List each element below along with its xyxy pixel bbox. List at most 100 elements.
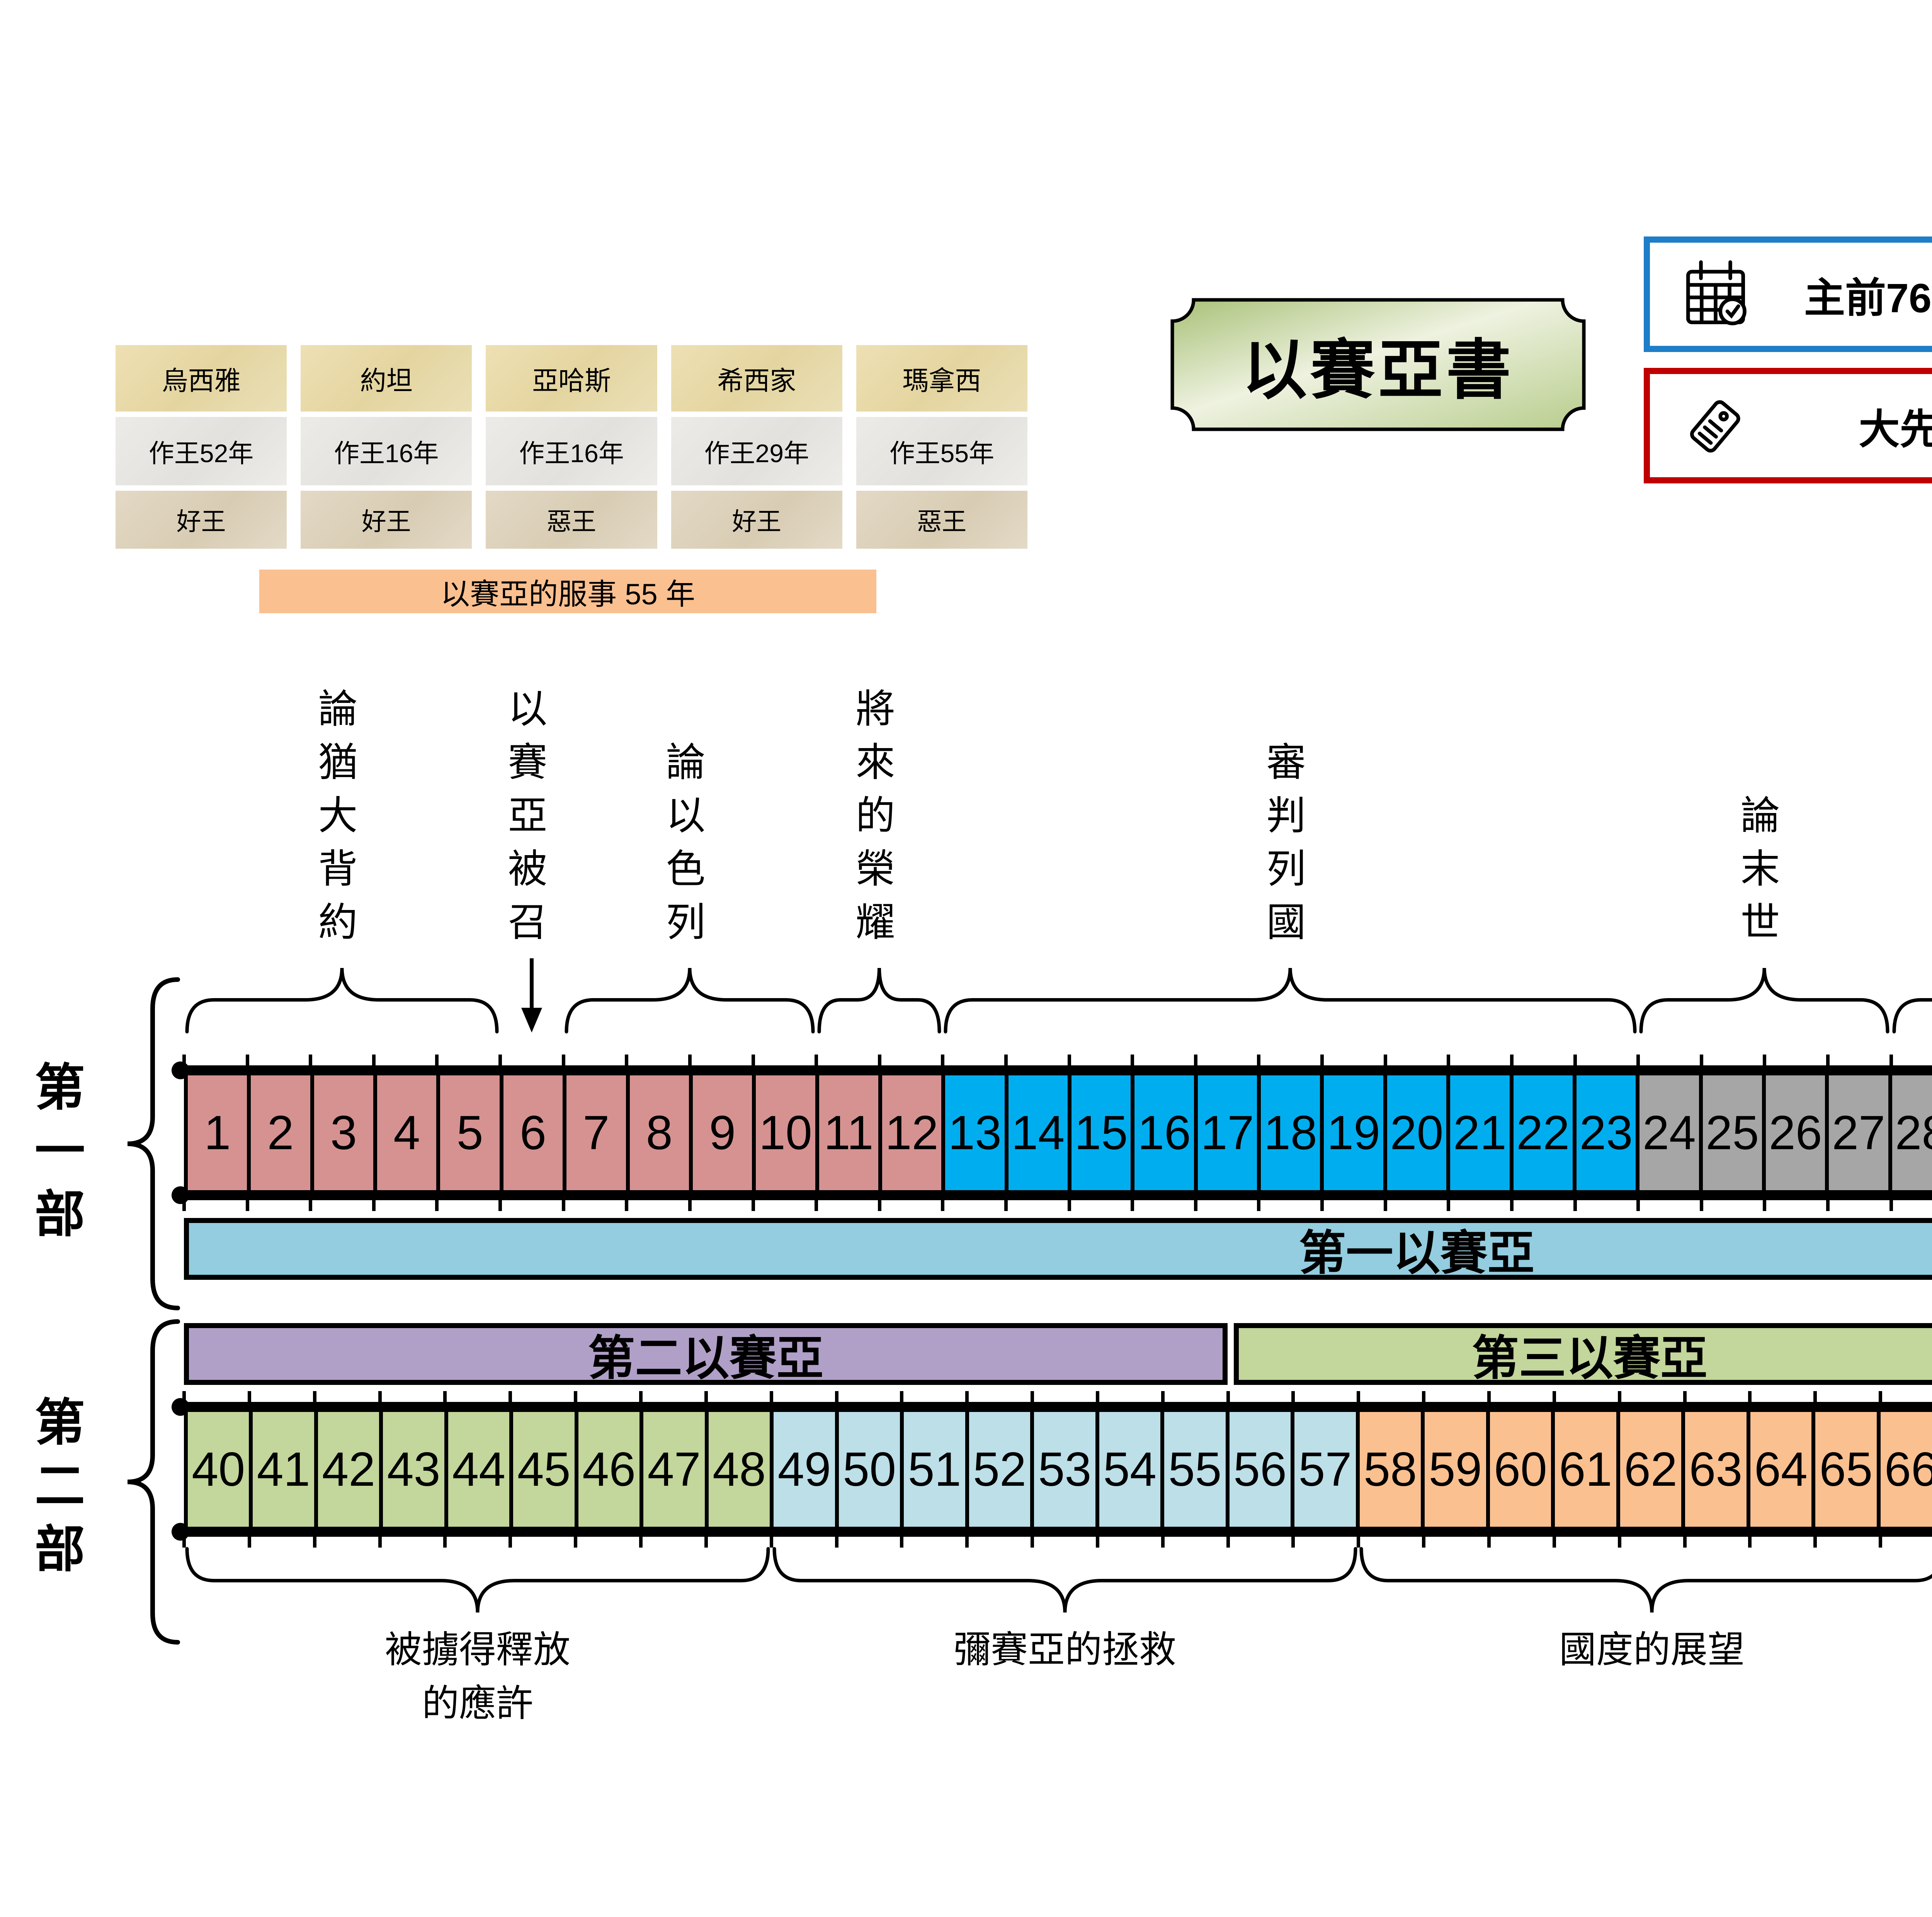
- ruler-tick: [182, 1055, 186, 1065]
- ruler-tick: [704, 1537, 708, 1548]
- ruler-tick: [815, 1200, 818, 1211]
- call-arrow-head: [521, 1008, 542, 1032]
- chapter-cell: 25: [1702, 1075, 1766, 1190]
- ruler-tick: [1257, 1200, 1261, 1211]
- section-brace: [185, 1547, 770, 1613]
- ruler-tick: [941, 1200, 945, 1211]
- chapter-cell: 46: [578, 1412, 644, 1527]
- section-label: 審判列國: [1261, 741, 1305, 954]
- ruler-tick: [965, 1537, 969, 1548]
- ruler-tick: [1194, 1055, 1197, 1065]
- chapter-cell: 66: [1880, 1412, 1932, 1527]
- king-name-cell: 約坦: [301, 345, 472, 412]
- ruler-tick: [751, 1200, 755, 1211]
- ruler-tick: [182, 1391, 186, 1402]
- ruler-tick: [1161, 1391, 1165, 1402]
- section-label: 彌賽亞的拯救: [954, 1629, 1176, 1670]
- ruler-tick: [965, 1391, 969, 1402]
- chapter-cell: 9: [692, 1075, 756, 1190]
- ruler-tick: [1879, 1391, 1883, 1402]
- ruler-tick: [1131, 1055, 1134, 1065]
- ruler-tick: [639, 1537, 643, 1548]
- chapter-cell: 18: [1261, 1075, 1324, 1190]
- ruler-tick: [1699, 1200, 1703, 1211]
- ruler-tick: [1573, 1200, 1577, 1211]
- calendar-icon: [1679, 254, 1752, 335]
- ruler-tick: [245, 1200, 249, 1211]
- ruler-tick: [245, 1055, 249, 1065]
- ruler-tick: [1422, 1537, 1426, 1548]
- ruler-tick: [247, 1391, 251, 1402]
- part-two-label: 第二部: [27, 1396, 84, 1586]
- ruler-tick: [1552, 1537, 1556, 1548]
- chapter-cell: 48: [708, 1412, 774, 1527]
- chapter-cell: 54: [1099, 1412, 1165, 1527]
- ruler-tick: [1031, 1537, 1034, 1548]
- ruler-tick: [625, 1200, 629, 1211]
- ruler-tick: [1291, 1537, 1295, 1548]
- isaiah-service-bar: 以賽亞的服事 55 年: [259, 570, 876, 613]
- chapter-cell: 41: [253, 1412, 318, 1527]
- ruler-tick: [835, 1391, 838, 1402]
- ruler-tick: [688, 1055, 692, 1065]
- chapter-cell: 61: [1555, 1412, 1620, 1527]
- king-quality-cell: 好王: [116, 491, 287, 549]
- king-reign-cell: 作王16年: [301, 417, 472, 485]
- chapter-cell: 10: [756, 1075, 819, 1190]
- ruler-tick: [1004, 1200, 1008, 1211]
- tag-icon: [1679, 385, 1752, 466]
- king-quality-cell: 好王: [301, 491, 472, 549]
- ruler-tick: [443, 1391, 447, 1402]
- chapter-cell: 4: [377, 1075, 440, 1190]
- king-name-cell: 希西家: [671, 345, 842, 412]
- title-banner: 以賽亞書: [1170, 298, 1586, 431]
- ruler-tick: [815, 1055, 818, 1065]
- chapter-cell: 64: [1750, 1412, 1816, 1527]
- chapter-cell: 2: [251, 1075, 314, 1190]
- king-quality-cell: 惡王: [486, 491, 657, 549]
- ruler-tick: [1617, 1537, 1621, 1548]
- line-endcap: [172, 1523, 189, 1541]
- chapter-cell: 52: [969, 1412, 1034, 1527]
- ruler-tick: [1320, 1200, 1324, 1211]
- ruler-tick: [769, 1391, 773, 1402]
- section-label: 以賽亞被召: [502, 688, 546, 954]
- ruler-tick: [1683, 1391, 1687, 1402]
- section-brace: [1892, 998, 1932, 1034]
- kings-table: 烏西雅約坦亞哈斯希西家瑪拿西作王52年作王16年作王16年作王29年作王55年好…: [116, 345, 1027, 549]
- plaque-shape: [1170, 298, 1586, 431]
- section-label: 論以色列: [660, 741, 704, 954]
- page-title: 以賽亞書: [1242, 334, 1514, 407]
- ruler-tick: [1510, 1055, 1514, 1065]
- ruler-tick: [900, 1537, 904, 1548]
- line-endcap: [172, 1061, 189, 1079]
- chapter-cell: 21: [1450, 1075, 1514, 1190]
- ruler-tick: [1161, 1537, 1165, 1548]
- chapter-cell: 5: [440, 1075, 503, 1190]
- king-name-cell: 瑪拿西: [856, 345, 1027, 412]
- chapter-cell: 11: [819, 1075, 882, 1190]
- ruler-tick: [1291, 1391, 1295, 1402]
- ruler-tick: [1031, 1391, 1034, 1402]
- ruler-tick: [1552, 1391, 1556, 1402]
- ruler-tick: [704, 1391, 708, 1402]
- section-label: 國度的展望: [1559, 1629, 1745, 1670]
- ruler-tick: [769, 1537, 773, 1548]
- chapter-cell: 23: [1576, 1075, 1640, 1190]
- ruler-tick: [509, 1537, 512, 1548]
- ruler-tick: [1357, 1391, 1361, 1402]
- chapter-cell: 57: [1294, 1412, 1360, 1527]
- ruler-tick: [443, 1537, 447, 1548]
- ruler-tick: [1226, 1537, 1230, 1548]
- ruler-tick: [1357, 1537, 1361, 1548]
- chapter-cell: 42: [318, 1412, 383, 1527]
- chapter-cell: 12: [882, 1075, 946, 1190]
- chapter-cell: 49: [774, 1412, 839, 1527]
- ruler-tick: [1636, 1200, 1640, 1211]
- section-label: 論猶大背約: [313, 688, 357, 954]
- ruler-tick: [1067, 1055, 1071, 1065]
- ruler-tick: [1383, 1055, 1387, 1065]
